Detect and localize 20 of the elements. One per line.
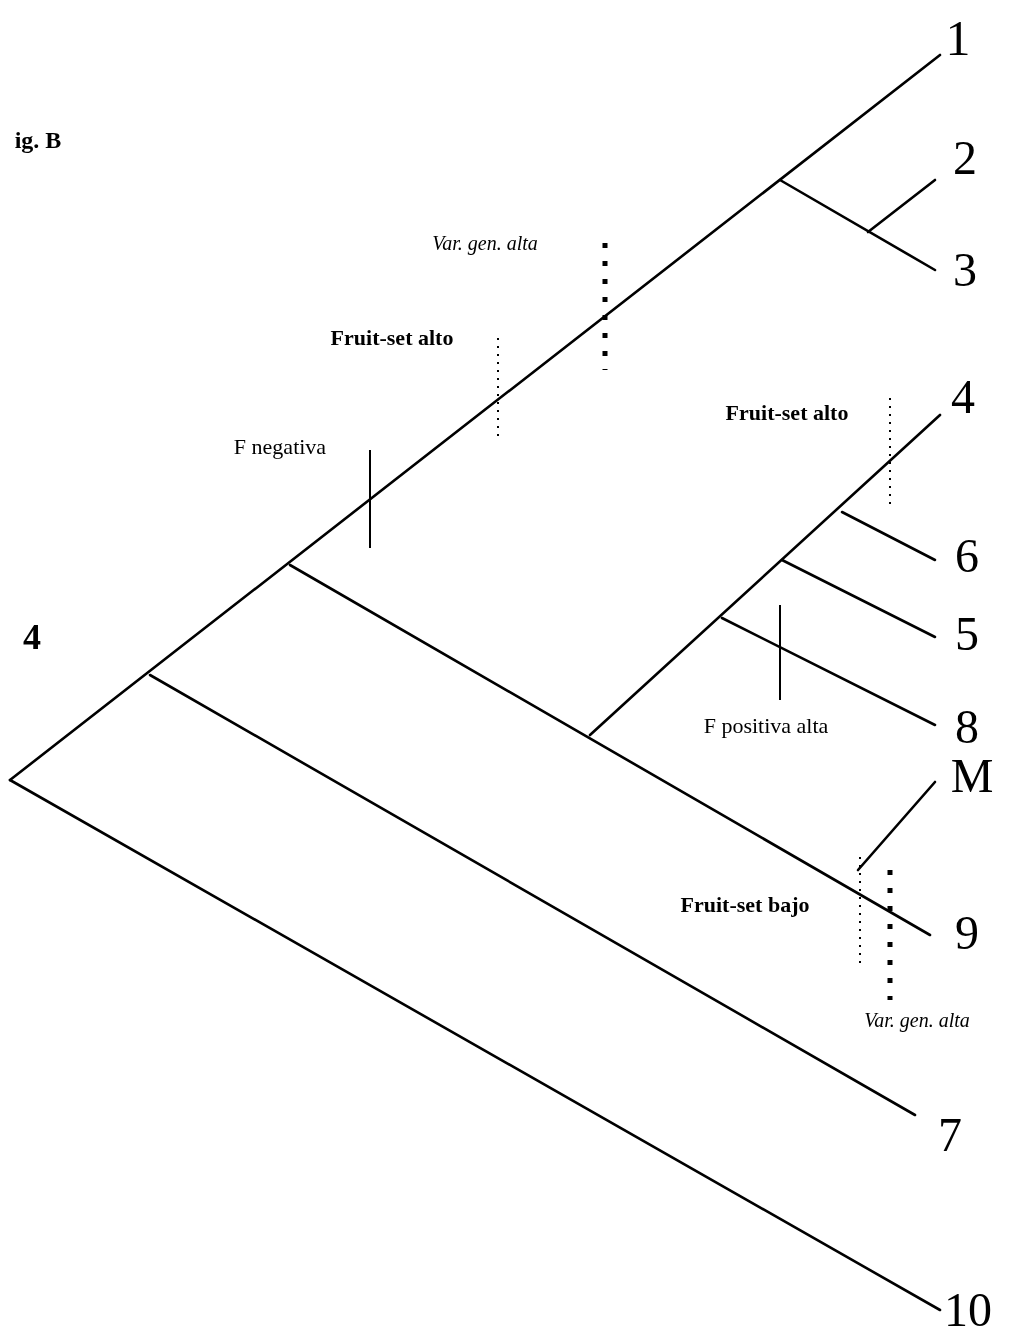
taxon-label: 2 [953,134,977,182]
root-label: 4 [23,619,41,655]
taxon-label: 8 [955,703,979,751]
annotation-text: Fruit-set bajo [680,894,810,916]
taxon-label: 6 [955,532,979,580]
annotation-text: Var. gen. alta [864,1010,970,1030]
taxon-label: 1 [945,13,971,63]
taxon-label: M [950,752,994,800]
annotation-text: F positiva alta [703,715,829,737]
annotation-text: Fruit-set alto [725,402,849,424]
taxon-label: 9 [955,909,979,957]
taxon-label: 7 [938,1111,962,1159]
figure-title: ig. B [14,128,62,152]
taxon-label: 10 [944,1286,992,1334]
annotation-text: Var. gen. alta [432,233,538,253]
taxon-label: 3 [953,246,977,294]
taxon-label: 5 [955,610,979,658]
annotation-text: Fruit-set alto [330,327,454,349]
taxon-label: 4 [951,373,975,421]
annotation-text: F negativa [233,436,327,458]
